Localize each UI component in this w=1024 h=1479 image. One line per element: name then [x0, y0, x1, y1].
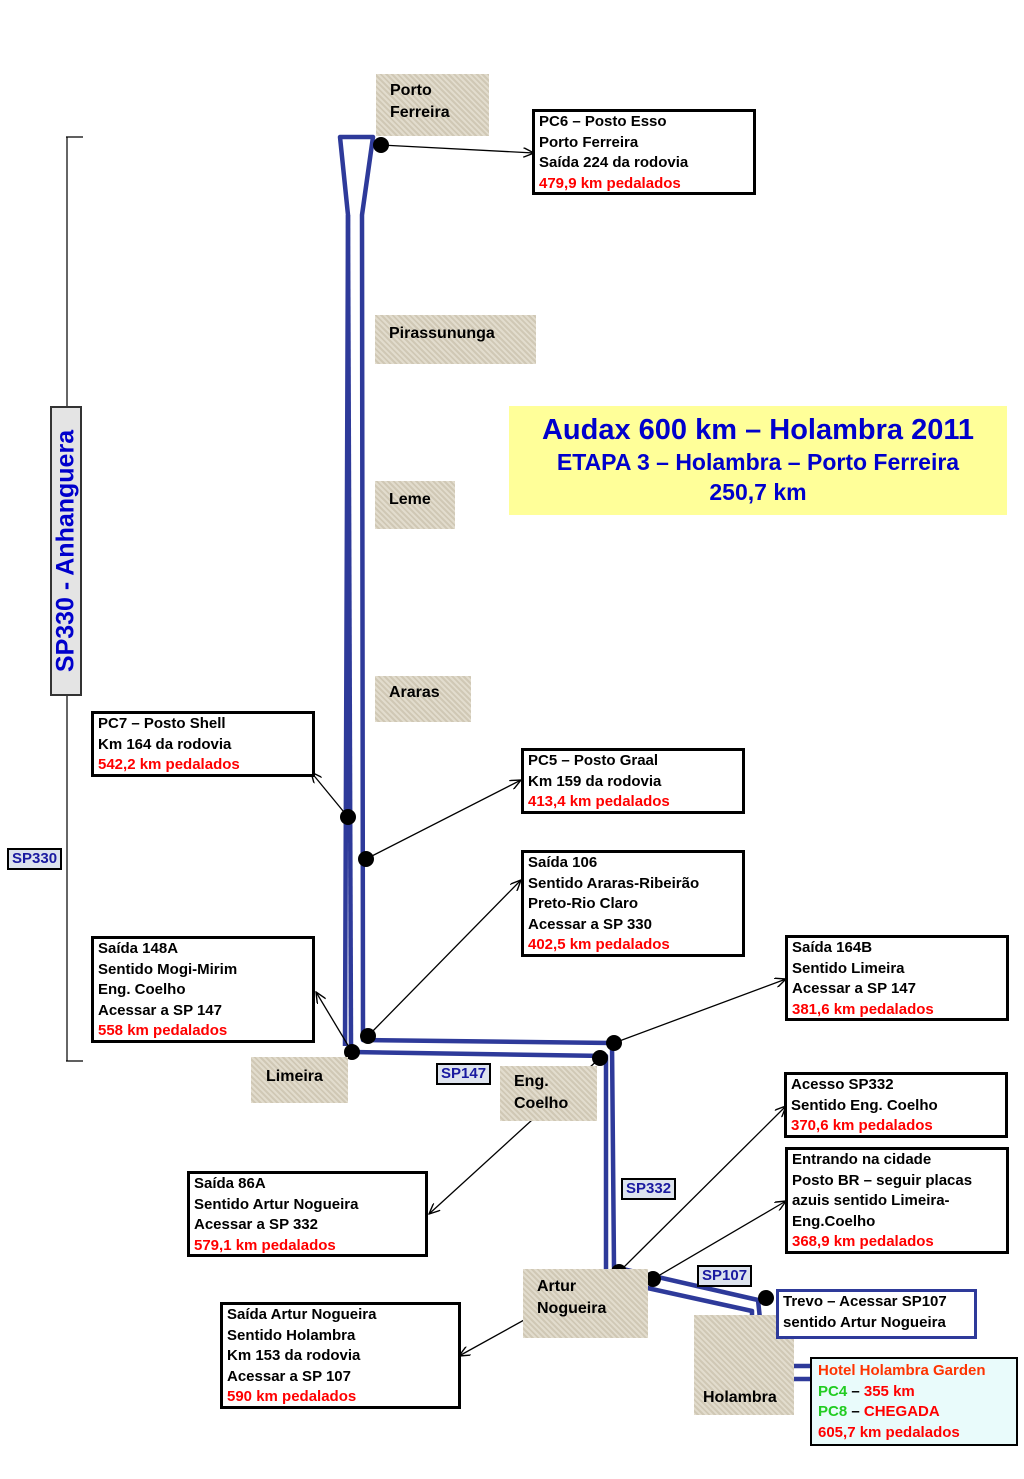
box-entrando-cidade: Entrando na cidade Posto BR – seguir pla… — [785, 1147, 1009, 1254]
box-trevo: Trevo – Acessar SP107 sentido Artur Nogu… — [776, 1289, 977, 1339]
box-saida-148a: Saída 148A Sentido Mogi-Mirim Eng. Coelh… — [91, 936, 315, 1043]
road-tag-sp330: SP330 — [7, 848, 63, 870]
city-leme: Leme — [375, 481, 455, 529]
highway-label: SP330 - Anhanguera — [50, 406, 82, 696]
checkpoint-pc7 — [340, 809, 356, 825]
box-acesso-sp332: Acesso SP332 Sentido Eng. Coelho 370,6 k… — [784, 1072, 1008, 1138]
checkpoint-saida106 — [360, 1028, 376, 1044]
box-saida-86a: Saída 86A Sentido Artur Nogueira Acessar… — [187, 1171, 428, 1257]
box-saida-164b: Saída 164B Sentido Limeira Acessar a SP … — [785, 935, 1009, 1021]
box-saida-artur-nogueira: Saída Artur Nogueira Sentido Holambra Km… — [220, 1302, 461, 1409]
city-holambra: Holambra — [694, 1315, 794, 1415]
title-line-1: Audax 600 km – Holambra 2011 — [541, 414, 974, 446]
road-tag-sp147: SP147 — [436, 1063, 492, 1085]
road-tag-sp332: SP332 — [621, 1178, 677, 1200]
city-artur-nogueira: Artur Nogueira — [523, 1269, 648, 1338]
box-pc7: PC7 – Posto Shell Km 164 da rodovia 542,… — [91, 711, 315, 777]
box-hotel-holambra: Hotel Holambra Garden PC4 – 355 km PC8 –… — [810, 1357, 1018, 1446]
city-limeira: Limeira — [251, 1057, 348, 1103]
checkpoint-saida164b — [606, 1035, 622, 1051]
sp330-bracket — [66, 136, 83, 1062]
checkpoint-limeira — [344, 1044, 360, 1060]
checkpoint-trevo — [758, 1290, 774, 1306]
road-tag-sp107: SP107 — [697, 1265, 753, 1287]
title-line-3: 250,7 km — [709, 479, 807, 505]
box-pc6: PC6 – Posto Esso Porto Ferreira Saída 22… — [532, 109, 756, 195]
box-saida-106: Saída 106 Sentido Araras-Ribeirão Preto-… — [521, 850, 745, 957]
city-araras: Araras — [375, 676, 471, 722]
checkpoint-pc6 — [373, 137, 389, 153]
checkpoint-pc5 — [358, 851, 374, 867]
box-pc5: PC5 – Posto Graal Km 159 da rodovia 413,… — [521, 748, 745, 814]
checkpoint-entrando — [645, 1271, 661, 1287]
title-line-2: ETAPA 3 – Holambra – Porto Ferreira — [556, 449, 960, 475]
checkpoint-saida86a — [592, 1050, 608, 1066]
city-eng-coelho: Eng. Coelho — [500, 1066, 597, 1121]
city-porto-ferreira: Porto Ferreira — [376, 74, 489, 136]
highway-label-text: SP330 - Anhanguera — [51, 429, 80, 673]
map-title: Audax 600 km – Holambra 2011 ETAPA 3 – H… — [509, 406, 1007, 515]
city-pirassununga: Pirassununga — [375, 315, 536, 364]
